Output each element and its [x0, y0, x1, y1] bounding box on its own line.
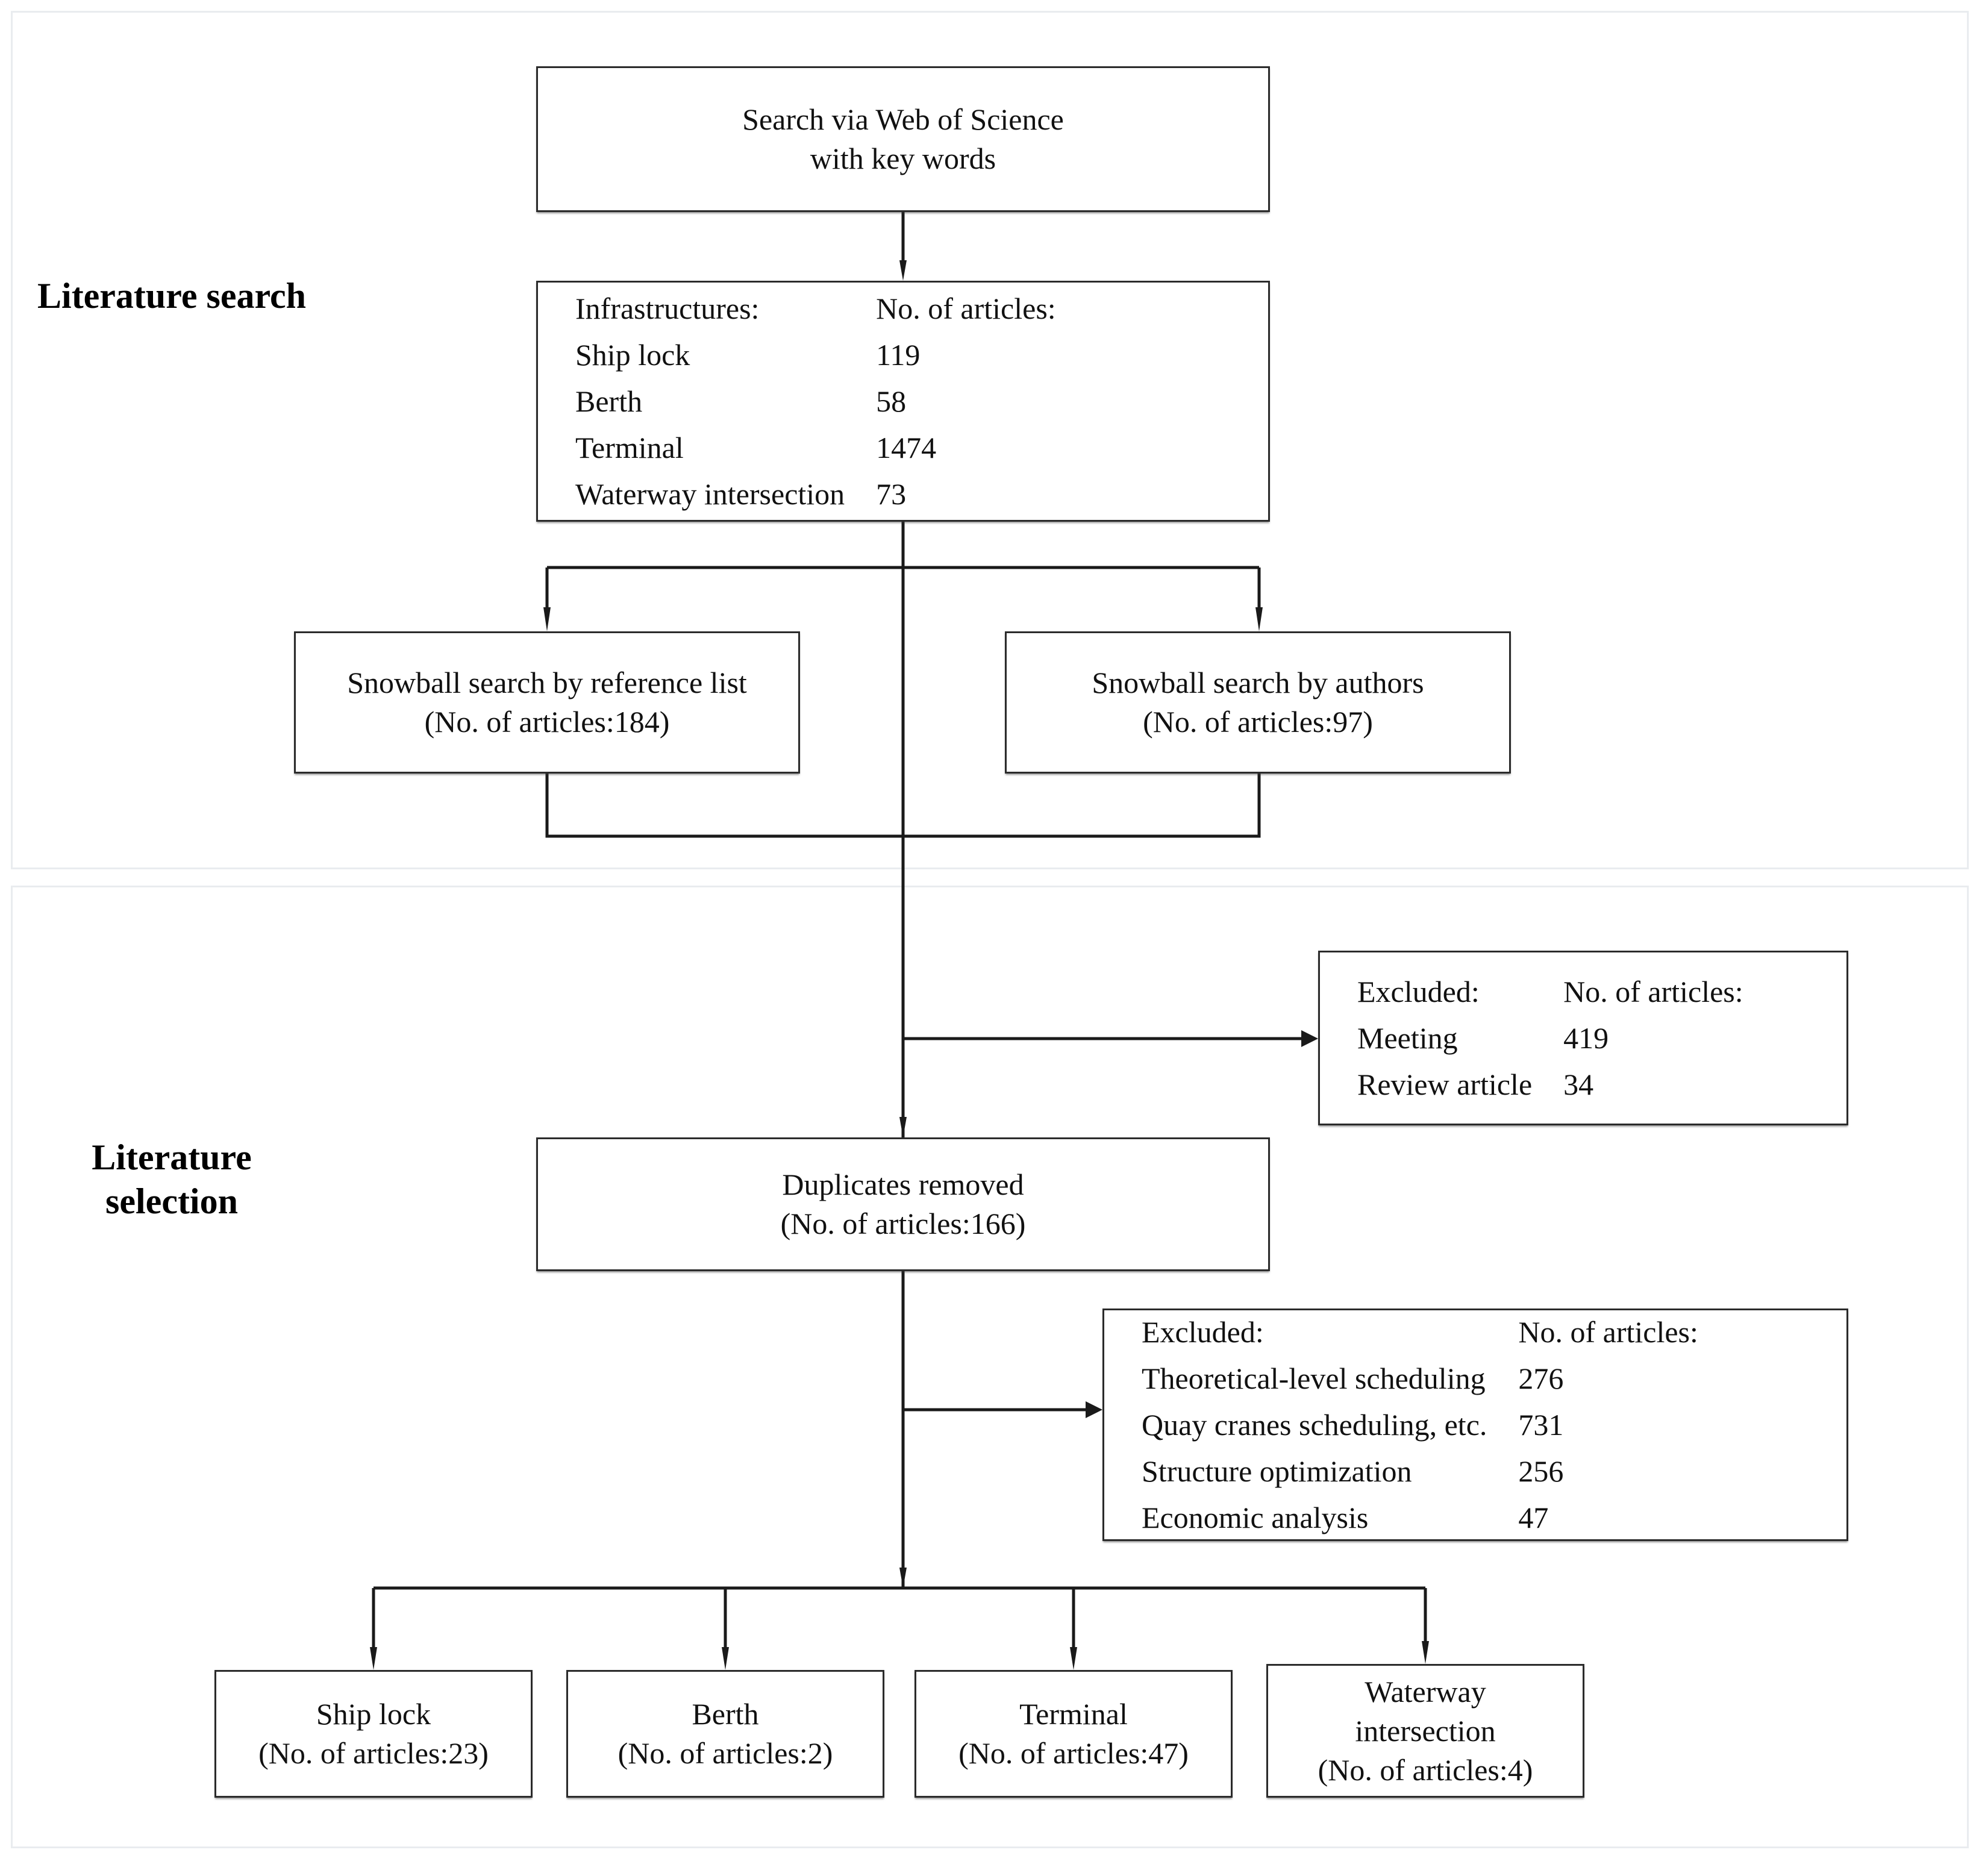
node-duplicates-removed: Duplicates removed (No. of articles:166) [536, 1137, 1270, 1271]
infrastructures-header-left: Infrastructures: [575, 291, 760, 325]
search-source-line2: with key words [810, 142, 996, 175]
stage-label-search-line1: Literature [37, 276, 198, 316]
excluded-first-row-count: 34 [1563, 1067, 1594, 1101]
snowball-reference-line1: Snowball search by reference list [347, 666, 747, 699]
excluded-first-row-count: 419 [1563, 1021, 1609, 1055]
duplicates-removed-line2: (No. of articles:166) [780, 1207, 1026, 1240]
outcome-berth-line1: Berth [692, 1697, 759, 1731]
excluded-second-row-count: 256 [1518, 1454, 1564, 1488]
stage-label-literature-selection: Literature selection [30, 1136, 313, 1224]
infrastructures-table: Infrastructures: No. of articles: Ship l… [538, 289, 1268, 514]
outcome-terminal-line1: Terminal [1019, 1697, 1128, 1731]
excluded-second-row-label: Economic analysis [1142, 1500, 1369, 1534]
node-outcome-ship-lock: Ship lock (No. of articles:23) [214, 1670, 533, 1798]
infrastructures-row-label: Terminal [575, 430, 684, 464]
snowball-authors-line2: (No. of articles:97) [1143, 705, 1373, 739]
excluded-second-row-label: Structure optimization [1142, 1454, 1412, 1488]
excluded-second-row-label: Quay cranes scheduling, etc. [1142, 1407, 1487, 1442]
excluded-second-row-count: 731 [1518, 1407, 1564, 1442]
node-snowball-authors: Snowball search by authors (No. of artic… [1005, 631, 1511, 774]
excluded-first-header-right: No. of articles: [1563, 974, 1743, 1008]
search-source-line1: Search via Web of Science [742, 102, 1064, 136]
node-infrastructures: Infrastructures: No. of articles: Ship l… [536, 281, 1270, 522]
outcome-berth-line2: (No. of articles:2) [617, 1736, 833, 1770]
outcome-waterway-line1: Waterway [1365, 1674, 1486, 1709]
infrastructures-row-count: 119 [876, 337, 921, 372]
infrastructures-row-count: 1474 [876, 430, 937, 464]
outcome-waterway-line3: (No. of articles:4) [1318, 1752, 1533, 1787]
stage-label-selection-line2: selection [105, 1181, 238, 1222]
node-outcome-waterway-intersection: Waterway intersection (No. of articles:4… [1266, 1664, 1584, 1798]
stage-label-selection-line1: Literature [92, 1137, 252, 1177]
excluded-first-table: Excluded: No. of articles: Meeting 419 R… [1320, 972, 1846, 1104]
node-excluded-second: Excluded: No. of articles: Theoretical-l… [1102, 1309, 1848, 1541]
excluded-second-header-right: No. of articles: [1518, 1315, 1698, 1349]
excluded-second-header-left: Excluded: [1142, 1315, 1264, 1349]
excluded-second-row-count: 47 [1518, 1500, 1549, 1534]
outcome-waterway-line2: intersection [1355, 1713, 1496, 1748]
snowball-authors-line1: Snowball search by authors [1092, 666, 1424, 699]
node-outcome-berth: Berth (No. of articles:2) [566, 1670, 884, 1798]
outcome-ship-lock-line1: Ship lock [316, 1697, 431, 1731]
duplicates-removed-line1: Duplicates removed [782, 1168, 1024, 1201]
infrastructures-row-count: 58 [876, 384, 907, 418]
excluded-second-row-count: 276 [1518, 1361, 1564, 1395]
stage-label-literature-search: Literature search [30, 274, 313, 318]
excluded-first-header-left: Excluded: [1357, 974, 1480, 1008]
infrastructures-row-count: 73 [876, 477, 907, 511]
node-outcome-terminal: Terminal (No. of articles:47) [914, 1670, 1233, 1798]
outcome-terminal-line2: (No. of articles:47) [958, 1736, 1189, 1770]
stage-label-search-line2: search [206, 276, 306, 316]
excluded-first-row-label: Review article [1357, 1067, 1533, 1101]
infrastructures-row-label: Ship lock [575, 337, 690, 372]
snowball-reference-line2: (No. of articles:184) [424, 705, 670, 739]
node-search-source: Search via Web of Science with key words [536, 66, 1270, 212]
infrastructures-row-label: Waterway intersection [575, 477, 845, 511]
outcome-ship-lock-line2: (No. of articles:23) [258, 1736, 489, 1770]
node-excluded-first: Excluded: No. of articles: Meeting 419 R… [1318, 951, 1848, 1125]
excluded-second-table: Excluded: No. of articles: Theoretical-l… [1104, 1313, 1846, 1537]
excluded-first-row-label: Meeting [1357, 1021, 1458, 1055]
infrastructures-row-label: Berth [575, 384, 643, 418]
infrastructures-header-right: No. of articles: [876, 291, 1056, 325]
node-snowball-reference-list: Snowball search by reference list (No. o… [294, 631, 800, 774]
excluded-second-row-label: Theoretical-level scheduling [1142, 1361, 1486, 1395]
